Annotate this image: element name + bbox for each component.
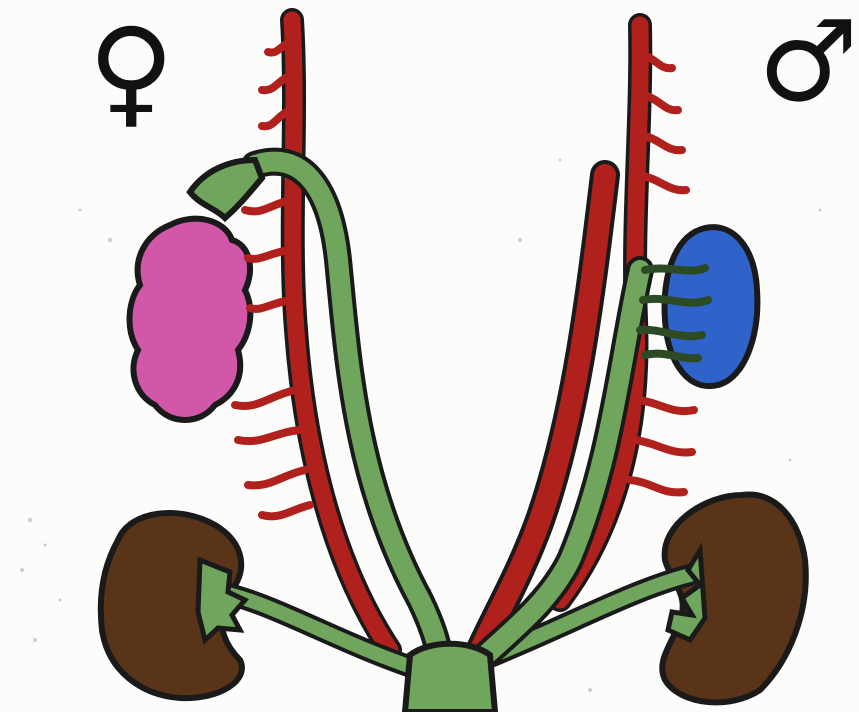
testis	[665, 227, 758, 386]
ovary	[130, 219, 251, 420]
left-red-vessel	[235, 20, 390, 650]
cloaca	[405, 644, 495, 712]
